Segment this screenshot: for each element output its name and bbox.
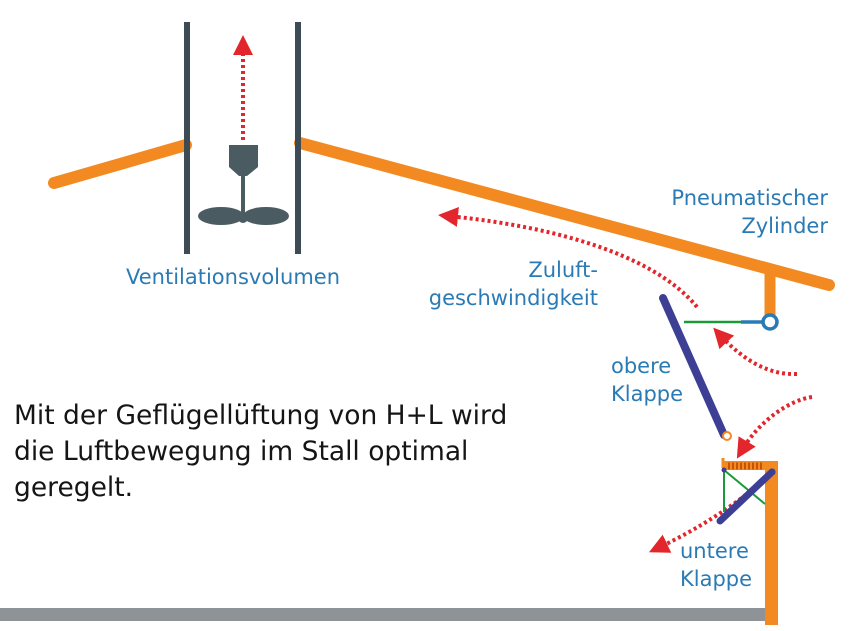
linkage-rod-diagonal <box>723 469 766 505</box>
ventilation-volume-text: Ventilationsvolumen <box>126 265 341 289</box>
pneumatic-cylinder-label: Pneumatischer Zylinder <box>671 184 828 240</box>
linkage-joint <box>721 467 727 473</box>
cylinder-joint <box>761 313 779 331</box>
floor <box>0 608 778 621</box>
inlet-airflow-arrow-middle <box>713 327 798 377</box>
lower-flap-line-2: Klappe <box>680 567 753 591</box>
air-speed-line-2: geschwindigkeit <box>428 286 598 310</box>
lower-flap-label: untere Klappe <box>680 537 752 593</box>
pneumatic-cylinder-line-1: Pneumatischer <box>671 186 828 210</box>
inlet-airflow-arrow-lower <box>736 395 813 459</box>
upper-flap-hinge <box>722 431 732 441</box>
side-wall <box>765 461 778 625</box>
roof-left-segment <box>48 139 192 189</box>
air-speed-line-1: Zuluft- <box>528 258 598 282</box>
upper-flap-line-1: obere <box>611 354 672 378</box>
ventilation-volume-label: Ventilationsvolumen <box>126 263 340 291</box>
inlet-airflow-arrow-bottom <box>648 481 762 553</box>
roof-right-segment <box>294 137 835 291</box>
inlet-airflow-arrow-top <box>438 207 699 309</box>
caption-line-3: geregelt. <box>14 472 134 503</box>
lower-flap-line-1: untere <box>680 539 749 563</box>
caption-line-2: die Luftbewegung im Stall optimal <box>14 436 469 467</box>
fan-icon <box>198 145 289 225</box>
lower-flap <box>716 468 776 525</box>
caption-line-1: Mit der Geflügellüftung von H+L wird <box>14 400 508 431</box>
air-speed-label: Zuluft- geschwindigkeit <box>429 256 598 312</box>
pneumatic-cylinder-line-2: Zylinder <box>741 214 828 238</box>
upper-flap-label: obere Klappe <box>611 352 683 408</box>
upper-flap-line-2: Klappe <box>611 382 684 406</box>
lower-flap-hinge <box>768 468 776 476</box>
upper-flap <box>659 294 728 439</box>
caption-text: Mit der Geflügellüftung von H+L wird die… <box>14 398 554 506</box>
